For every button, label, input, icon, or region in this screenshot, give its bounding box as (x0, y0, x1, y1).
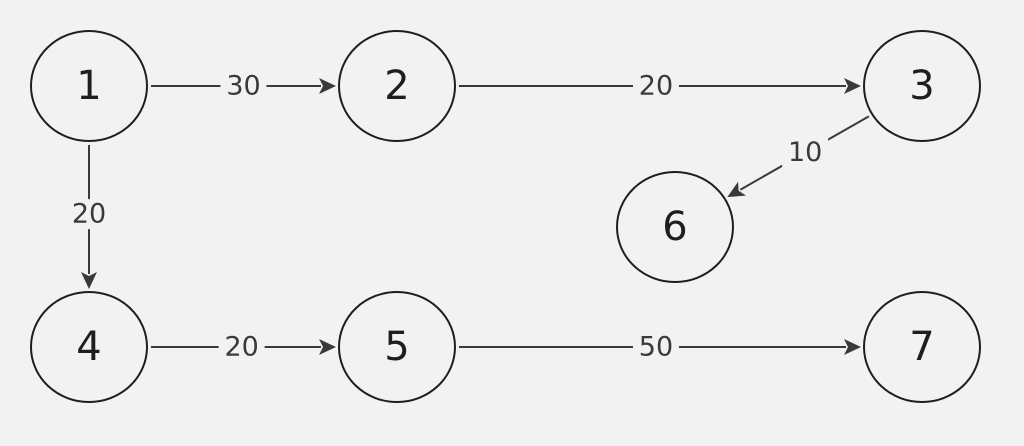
node-label: 1 (76, 63, 101, 109)
arrowhead-icon (319, 339, 336, 355)
edge-label-background (632, 332, 679, 362)
node-circle (338, 30, 456, 142)
node-1: 1 (30, 30, 148, 142)
node-label: 6 (662, 204, 687, 250)
node-label: 5 (384, 324, 409, 370)
edge-label-background (782, 137, 829, 168)
arrowhead-icon (319, 78, 336, 94)
arrowhead-icon (727, 181, 747, 198)
node-circle (863, 30, 981, 142)
node-6: 6 (616, 171, 734, 283)
nodes-layer: 1 2 3 4 5 6 7 (30, 30, 981, 403)
edge-1-2: 30 (151, 71, 336, 102)
edge-3-6: 10 (727, 115, 870, 198)
node-5: 5 (338, 291, 456, 403)
arrowhead-icon (81, 272, 97, 289)
node-circle (30, 291, 148, 403)
node-2: 2 (338, 30, 456, 142)
edge-label-background (66, 199, 112, 230)
node-circle (863, 291, 981, 403)
edge-weight-label: 10 (788, 137, 822, 168)
node-circle (616, 171, 734, 283)
edge-2-3: 20 (459, 71, 861, 102)
node-label: 2 (384, 63, 409, 109)
node-label: 7 (909, 324, 934, 370)
arrowhead-icon (844, 339, 861, 355)
edge-label-background (218, 332, 265, 362)
edge-weight-label: 20 (639, 71, 673, 102)
edge-weight-label: 20 (72, 199, 106, 230)
node-3: 3 (863, 30, 981, 142)
node-label: 3 (909, 63, 934, 109)
edge-label-background (632, 71, 679, 101)
node-circle (30, 30, 148, 142)
edge-4-5: 20 (151, 332, 336, 363)
node-label: 4 (76, 324, 101, 370)
edges-layer: 30 20 10 20 20 50 (66, 71, 870, 363)
edge-1-4: 20 (66, 145, 112, 289)
node-7: 7 (863, 291, 981, 403)
edge-weight-label: 30 (226, 71, 260, 102)
node-4: 4 (30, 291, 148, 403)
arrowhead-icon (844, 78, 861, 94)
edge-5-7: 50 (459, 332, 861, 363)
edge-weight-label: 20 (224, 332, 258, 363)
edge-label-background (220, 71, 267, 101)
edge-weight-label: 50 (639, 332, 673, 363)
node-circle (338, 291, 456, 403)
